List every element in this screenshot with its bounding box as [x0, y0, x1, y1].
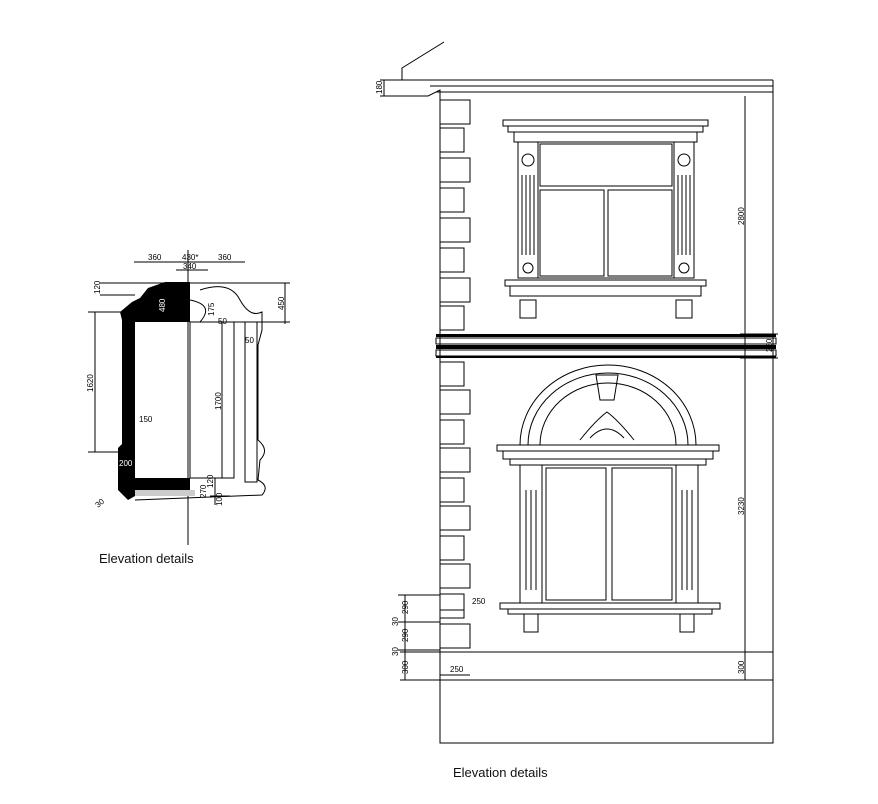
- dim-label: 50: [218, 317, 227, 326]
- left-section-detail: 360 430* 360 340 120 175 450 480 50 50 1…: [86, 250, 290, 545]
- dim-label: 430*: [182, 253, 198, 262]
- dim-label: 300: [737, 660, 746, 674]
- dim-label: 30: [391, 647, 400, 656]
- quoin-stones: [439, 99, 471, 649]
- dim-label: 340: [183, 262, 197, 271]
- dim-label: 2800: [737, 207, 746, 225]
- lower-arched-window: [496, 364, 721, 633]
- dim-label: 360: [218, 253, 232, 262]
- left-caption: Elevation details: [99, 551, 194, 566]
- dim-label: 200: [119, 459, 133, 468]
- dim-label: 290: [401, 600, 410, 614]
- dim-label: 50: [245, 336, 254, 345]
- dim-label: 1700: [214, 392, 223, 410]
- dim-label: 250: [472, 597, 486, 606]
- dim-label: 120: [93, 280, 102, 294]
- dim-label: 450: [277, 296, 286, 310]
- wall-section-fill: [118, 282, 190, 500]
- dim-label: 30: [391, 617, 400, 626]
- right-caption: Elevation details: [453, 765, 548, 780]
- dim-label: 175: [207, 302, 216, 316]
- dim-label: 250: [765, 338, 774, 352]
- dim-label: 30: [94, 497, 107, 510]
- dim-label: 3230: [737, 497, 746, 515]
- dim-label: 360: [148, 253, 162, 262]
- dim-label: 290: [401, 628, 410, 642]
- dim-label: 300: [401, 660, 410, 674]
- right-facade-elevation: 180 2800 250 3230 300 290 30 290 30 300 …: [375, 41, 778, 744]
- upper-window: [502, 119, 709, 319]
- dim-label: 250: [450, 665, 464, 674]
- dim-label: 150: [139, 415, 153, 424]
- dim-label: 1620: [86, 374, 95, 392]
- dim-label: 180: [375, 80, 384, 94]
- dim-label: 120: [206, 474, 215, 488]
- dim-label: 270: [199, 484, 208, 498]
- dim-label: 100: [215, 492, 224, 506]
- floor-band: [435, 334, 777, 358]
- dim-label: 480: [158, 298, 167, 312]
